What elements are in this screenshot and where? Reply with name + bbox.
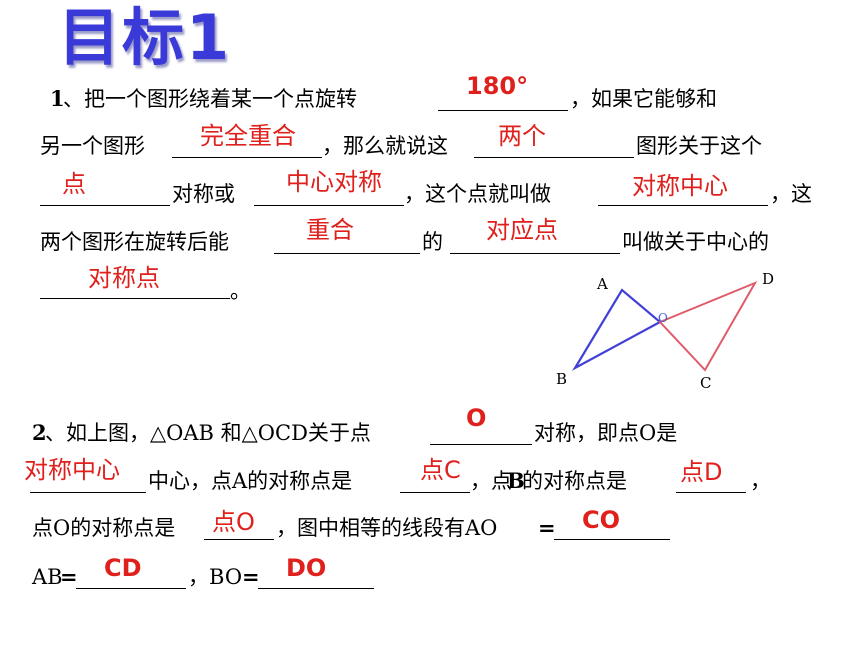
q1-answer-6: 对称中心 (632, 172, 728, 200)
q2-line1-part2: 对称，即点O是 (534, 421, 678, 445)
q1-answer-4: 点 (62, 170, 86, 198)
q1-blank-4 (40, 205, 170, 206)
label-d: D (762, 270, 774, 288)
q2-line3-equals: = (538, 515, 556, 540)
q2-line3-part2: ，图中相等的线段有AO (276, 516, 498, 540)
label-c: C (700, 374, 711, 392)
q2-line2-part4: ， (750, 469, 771, 493)
q1-blank-7 (274, 253, 420, 254)
label-b: B (556, 370, 567, 388)
q1-answer-1: 180° (466, 72, 529, 100)
q1-line4-part3: 叫做关于中心的 (622, 230, 769, 254)
q2-answer-2: 对称中心 (24, 456, 120, 484)
q1-blank-1 (438, 110, 568, 111)
q1-line3-part3: ，这 (770, 182, 812, 206)
triangle-oab (571, 288, 662, 371)
q2-blank-2 (30, 492, 146, 493)
q2-answer-8: DO (286, 554, 327, 582)
q1-answer-9: 对称点 (88, 264, 160, 292)
q1-line5-part1: 。 (230, 279, 251, 303)
q1-line1-part2: ，如果它能够和 (570, 87, 717, 111)
q2-line2-part2: ，点 (470, 469, 512, 493)
q2-answer-4: 点D (680, 458, 723, 486)
q2-line2-part3: 的对称点是 (522, 469, 627, 493)
q1-blank-2 (172, 157, 322, 158)
q1-line2-part3: 图形关于这个 (636, 134, 762, 158)
q1-answer-3: 两个 (498, 122, 546, 150)
page-title: 目标1 (58, 1, 232, 74)
q2-line4-part1: AB (32, 565, 63, 589)
q2-blank-7 (76, 588, 186, 589)
q2-blank-1 (430, 444, 532, 445)
q1-line2-part2: ，那么就说这 (322, 134, 448, 158)
q1-line3-part2: ，这个点就叫做 (404, 182, 551, 206)
q1-line2-part1: 另一个图形 (40, 134, 145, 158)
q1-answer-8: 对应点 (486, 216, 558, 244)
q2-blank-3 (400, 492, 470, 493)
q2-number: 2 (32, 420, 47, 445)
q1-answer-5: 中心对称 (286, 168, 382, 196)
q1-blank-6 (598, 205, 768, 206)
q2-answer-1: O (466, 404, 487, 432)
q2-blank-4 (676, 492, 746, 493)
q2-answer-3: 点C (420, 456, 461, 484)
q1-line3-part1: 对称或 (172, 182, 235, 206)
q1-blank-9 (40, 298, 230, 299)
q2-blank-5 (204, 539, 274, 540)
q2-blank-6 (554, 539, 670, 540)
q1-line4-part2: 的 (422, 230, 443, 254)
q2-answer-6: CO (582, 506, 621, 534)
label-a: A (596, 275, 608, 293)
q1-line1-part1: 、把一个图形绕着某一个点旋转 (63, 87, 357, 111)
triangle-ocd (658, 280, 758, 372)
q1-line4-part1: 两个图形在旋转后能 (40, 230, 229, 254)
q1-number: 1 (50, 86, 65, 111)
q2-line4-equals-1: = (60, 564, 78, 589)
q2-answer-5: 点O (212, 508, 255, 536)
q2-line4-equals-2: = (242, 564, 260, 589)
q2-answer-7: CD (104, 554, 142, 582)
q2-line2-part1: 中心，点A的对称点是 (148, 469, 353, 493)
q1-answer-7: 重合 (306, 216, 354, 244)
q2-line2-point-b: B (507, 468, 525, 493)
q2-blank-8 (258, 588, 374, 589)
q2-line3-part1: 点O的对称点是 (32, 516, 176, 540)
q1-answer-2: 完全重合 (200, 122, 296, 150)
label-o: O (658, 311, 668, 325)
q2-line1-part1: 、如上图，△OAB 和△OCD关于点 (45, 421, 371, 445)
q1-blank-8 (450, 253, 620, 254)
q2-line4-part2: ，BO (188, 565, 243, 589)
q1-blank-3 (474, 157, 634, 158)
q1-blank-5 (254, 205, 404, 206)
